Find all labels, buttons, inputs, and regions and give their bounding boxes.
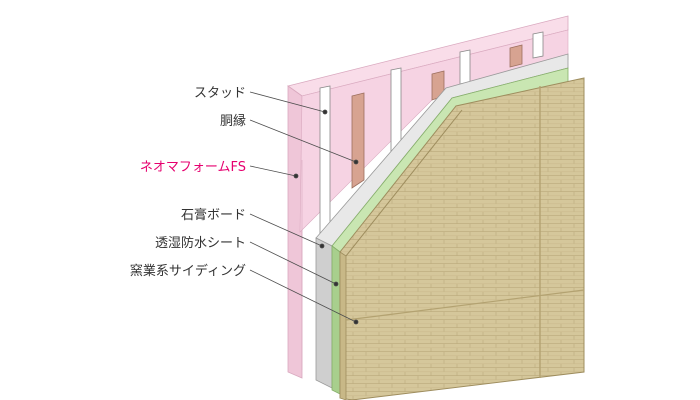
siding-layer (339, 77, 585, 400)
label-siding: 窯業系サイディング (130, 263, 246, 279)
furring-strips (351, 44, 523, 189)
furring-3 (509, 44, 523, 68)
stud-3 (459, 49, 471, 85)
label-stud: スタッド (194, 86, 246, 101)
label-membrane: 透湿防水シート (155, 235, 246, 251)
stud-4 (532, 31, 544, 59)
label-gypsum: 石膏ボード (181, 207, 246, 223)
furring-1 (351, 92, 365, 189)
label-furring: 胴縁 (220, 113, 246, 129)
leader-lines (249, 91, 359, 325)
label-insulation: ネオマフォームFS (140, 160, 246, 175)
